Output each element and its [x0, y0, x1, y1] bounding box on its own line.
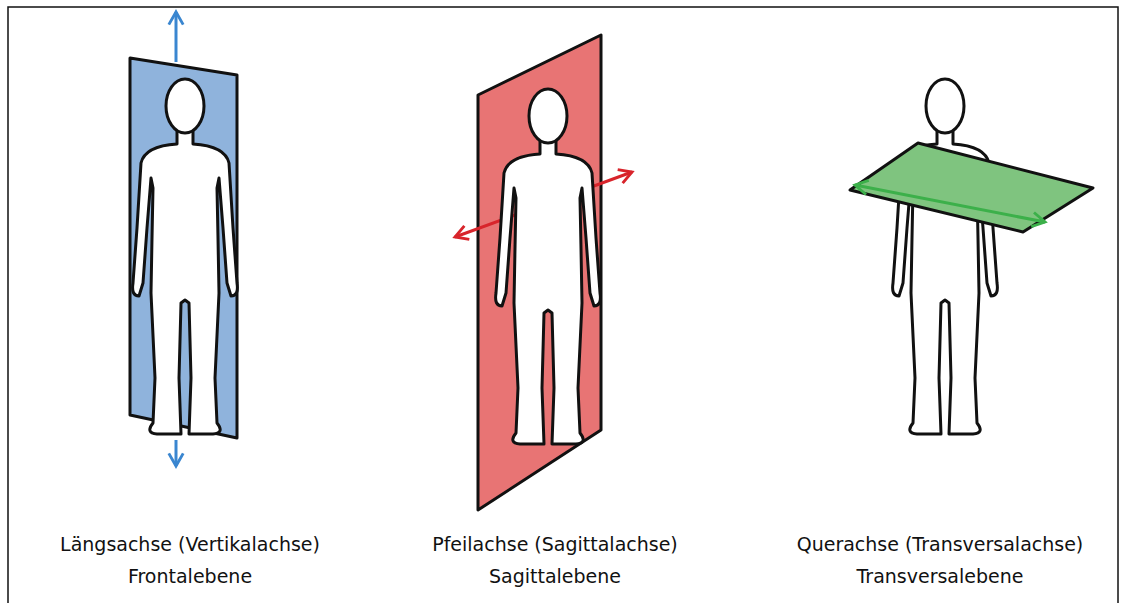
transversal-plane: [850, 143, 1093, 232]
vertical-axis-arrow: [175, 12, 178, 62]
vertical-axis-arrow: [175, 440, 178, 466]
frontal-plane: [130, 58, 237, 438]
transversal-axis-arrow: [855, 185, 1045, 222]
plane-label: Sagittalebene: [489, 565, 621, 588]
axis-label: Pfeilachse (Sagittalachse): [432, 533, 678, 556]
human-figure: [133, 79, 238, 434]
plane-label: Frontalebene: [128, 565, 252, 588]
sagittal-plane: [478, 35, 601, 510]
axis-label: Längsachse (Vertikalachse): [60, 533, 320, 556]
human-figure: [893, 79, 998, 434]
axis-label: Querachse (Transversalachse): [797, 533, 1084, 556]
frame: [8, 7, 1118, 603]
plane-label: Transversalebene: [857, 565, 1024, 588]
human-figure: [496, 89, 601, 444]
